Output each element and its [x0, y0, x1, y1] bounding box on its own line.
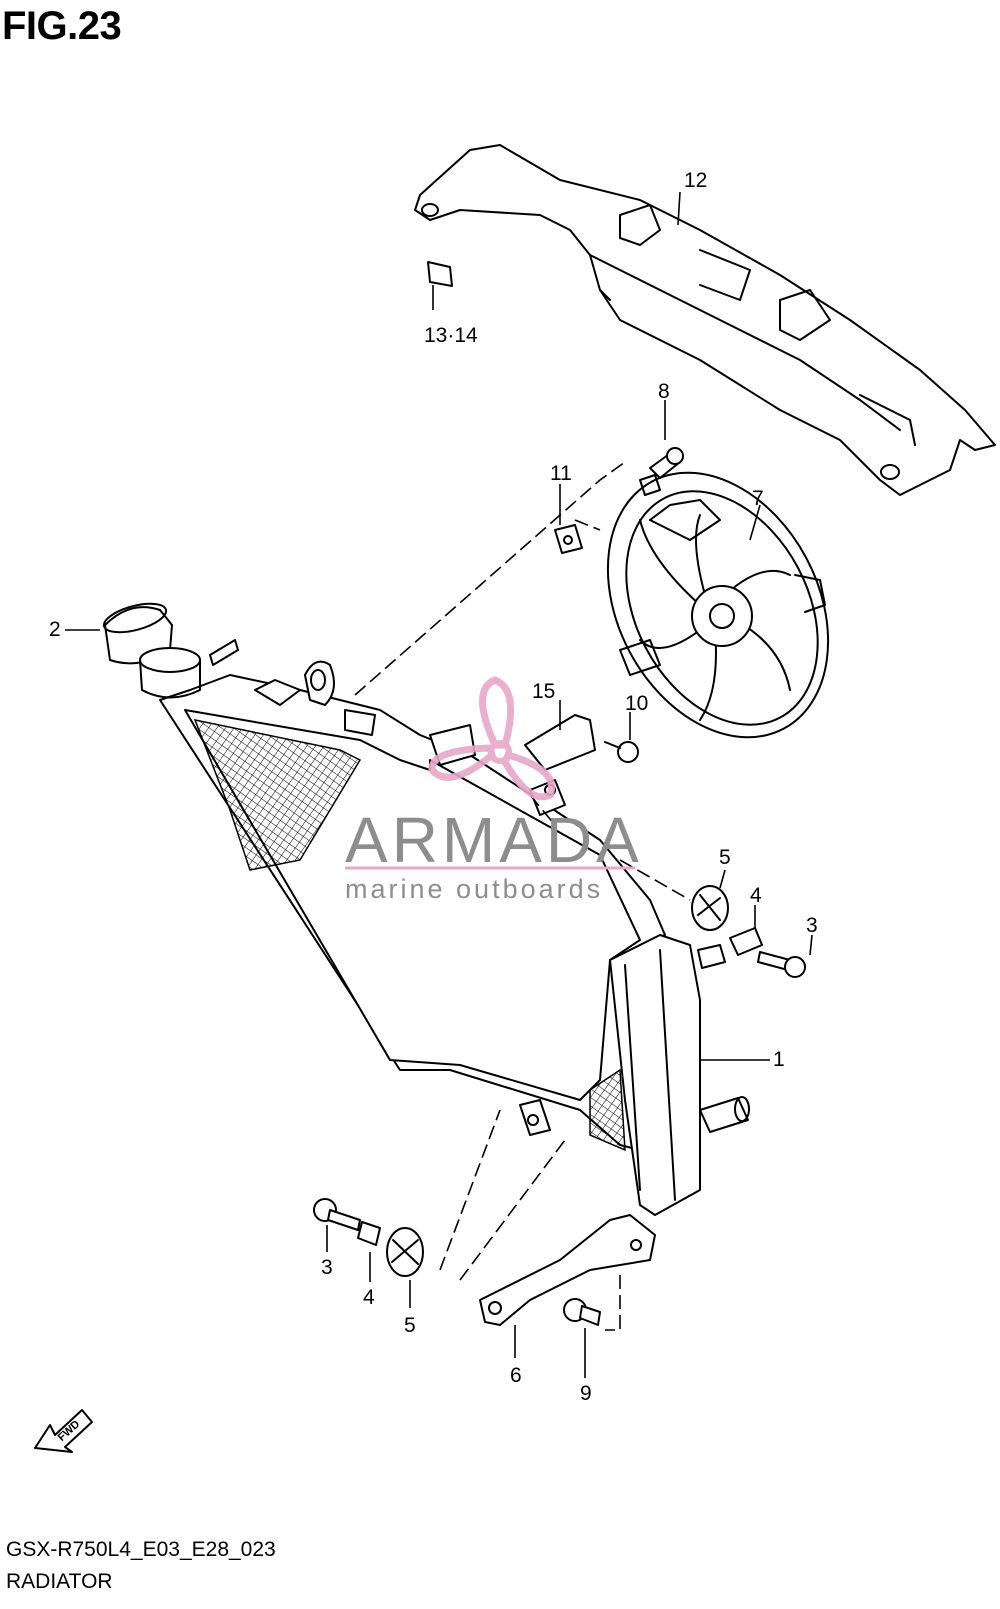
clip-nut-part — [554, 524, 583, 554]
figure-name: RADIATOR — [6, 1570, 113, 1593]
left-mount-parts — [313, 1198, 424, 1277]
propeller-logo-icon — [428, 676, 555, 801]
right-mount-parts — [691, 885, 806, 978]
bracket-13-14-part — [524, 714, 596, 816]
callout-labels: 12 13·14 8 11 7 2 15 10 5 4 3 1 3 4 5 6 … — [49, 169, 818, 1405]
bolt-15-part — [604, 741, 639, 763]
callout-5-left: 5 — [404, 1314, 416, 1337]
assembly-lines — [354, 461, 691, 1331]
watermark-tagline: marine outboards — [345, 874, 603, 904]
callout-8: 7 — [752, 487, 764, 510]
figure-title: FIG.23 — [2, 4, 122, 48]
forward-direction-icon: FWD — [34, 1409, 93, 1453]
pad-part — [427, 261, 453, 287]
callout-12: 13·14 — [424, 324, 478, 347]
callout-3-left: 3 — [321, 1256, 333, 1279]
watermark-brand: ARMADA — [345, 804, 643, 876]
callout-10: 11 — [550, 462, 572, 485]
bolt-9-part — [649, 447, 684, 479]
callout-13-14: 15 — [532, 680, 555, 703]
callout-4-left: 4 — [363, 1286, 375, 1309]
callout-7: 9 — [580, 1382, 592, 1405]
figure-code: GSX-R750L4_E03_E28_023 — [6, 1538, 276, 1561]
callout-6: 6 — [510, 1364, 522, 1387]
callout-15: 10 — [625, 692, 648, 715]
callout-3-right: 3 — [806, 914, 818, 937]
leader-lines — [65, 191, 813, 1378]
lower-bracket-part — [479, 1214, 656, 1326]
radiator-cover-part — [414, 144, 996, 496]
callout-11: 12 — [684, 169, 707, 192]
cooling-fan-part — [606, 471, 830, 739]
bolt-7-part — [563, 1298, 601, 1326]
callout-9: 8 — [658, 380, 670, 403]
callout-1: 1 — [773, 1048, 785, 1071]
callout-5-right: 5 — [719, 846, 731, 869]
radiator-part — [139, 639, 750, 1216]
watermark: ARMADA marine outboards — [345, 676, 643, 904]
callout-4-right: 4 — [750, 884, 762, 907]
callout-2: 2 — [49, 618, 61, 641]
